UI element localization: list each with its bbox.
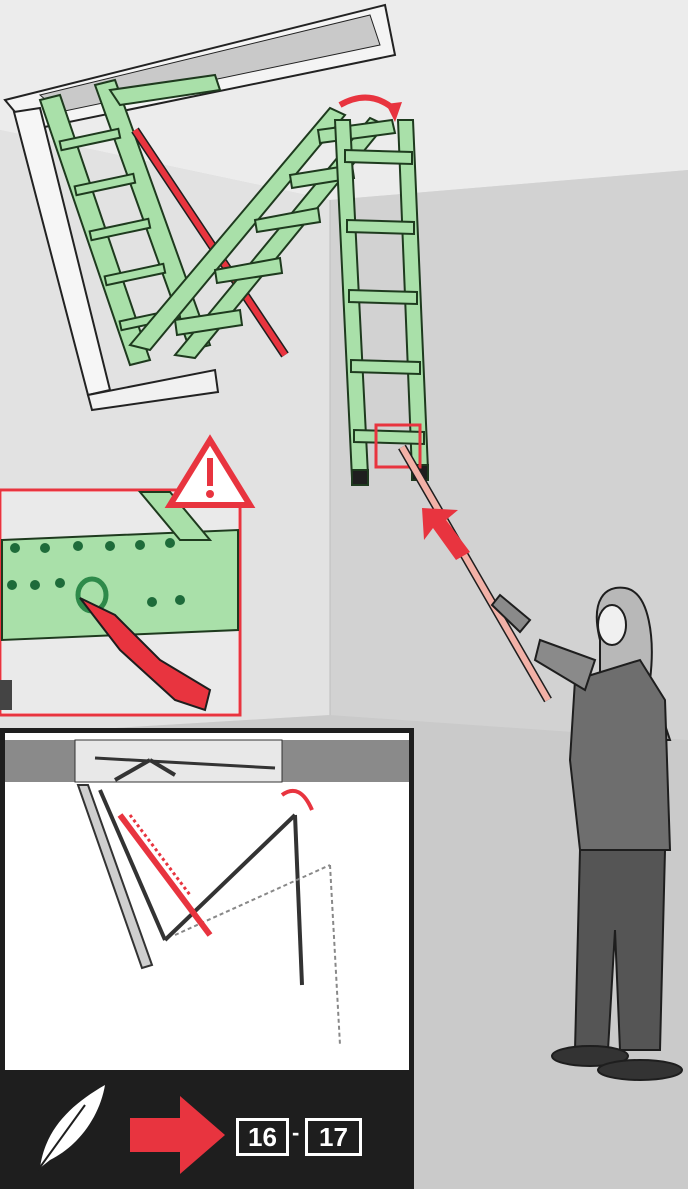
page-ref-start: 16: [236, 1118, 289, 1156]
page-ref-separator: -: [292, 1120, 299, 1146]
detail-inset: [0, 490, 240, 715]
page-ref-end: 17: [305, 1118, 362, 1156]
